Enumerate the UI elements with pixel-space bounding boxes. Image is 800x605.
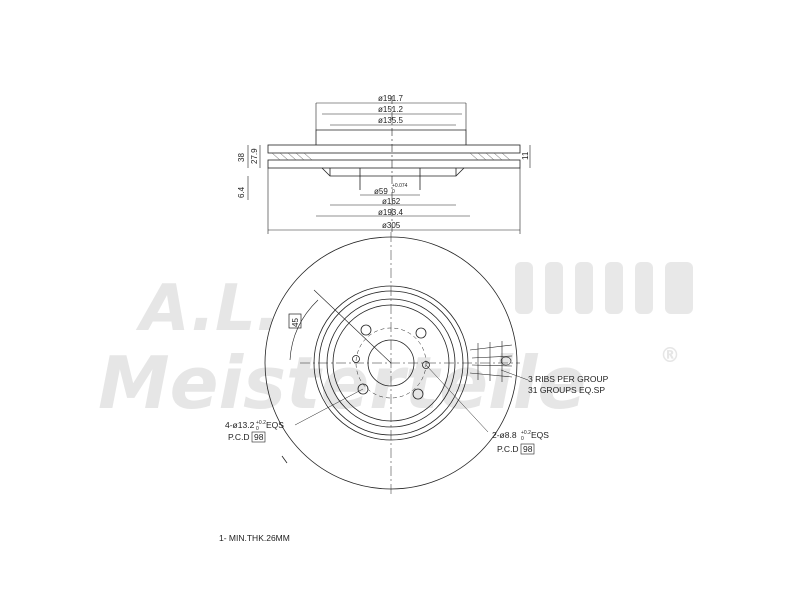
section-hat-bottom bbox=[321, 167, 465, 177]
bolts-tol-lower: 0 bbox=[256, 426, 259, 432]
dim-d59-tol-lower: 0 bbox=[392, 189, 395, 195]
pin-hole-left bbox=[352, 355, 360, 363]
dim-d151: ø151.2 bbox=[378, 105, 403, 114]
pin-hole-right bbox=[422, 361, 430, 369]
dim-d59: ø59 bbox=[374, 187, 388, 196]
bolt-hole-bottom-right bbox=[412, 388, 424, 400]
ribs-note-line1: 3 RIBS PER GROUP bbox=[528, 374, 609, 384]
dim-d135: ø135.5 bbox=[378, 116, 403, 125]
pins-eqs: EQS bbox=[531, 430, 549, 440]
dim-h27-9: 27.9 bbox=[250, 148, 259, 164]
section-hatching bbox=[271, 152, 511, 161]
section-dimension-lines bbox=[247, 102, 531, 234]
bolts-note: 4-ø13.2 bbox=[225, 420, 255, 430]
dim-d193: ø193.4 bbox=[378, 208, 403, 217]
cross-section-view bbox=[267, 96, 521, 234]
dim-h6-4: 6.4 bbox=[237, 186, 246, 198]
bolts-tol-upper: +0.2 bbox=[256, 420, 266, 426]
pins-leader bbox=[425, 364, 489, 433]
dim-d162: ø162 bbox=[382, 197, 401, 206]
section-hat-top bbox=[315, 129, 467, 145]
bolts-leader bbox=[294, 388, 364, 426]
bolts-eqs: EQS bbox=[266, 420, 284, 430]
pins-tol-lower: 0 bbox=[521, 436, 524, 442]
pins-note: 2-ø8.8 bbox=[492, 430, 517, 440]
pcd-value-left: 98 bbox=[254, 432, 264, 442]
section-outer-plate-top bbox=[267, 144, 521, 154]
pcd-value-right: 98 bbox=[523, 444, 533, 454]
rib-detail bbox=[469, 341, 513, 382]
watermark: A.L. Meisterteile ® bbox=[98, 262, 693, 425]
watermark-brand: Meisterteile bbox=[98, 341, 586, 425]
angle-45-label: 45 bbox=[291, 318, 300, 327]
angle-arc bbox=[289, 299, 319, 361]
pcd-label-right: P.C.D bbox=[497, 444, 519, 454]
watermark-registered-mark: ® bbox=[660, 343, 680, 367]
angle-leader bbox=[313, 289, 392, 364]
pcd-box-left bbox=[251, 431, 266, 443]
bolt-hole-top-right bbox=[415, 327, 427, 339]
dim-d59-tol-upper: +0.074 bbox=[392, 183, 408, 189]
dim-d191: ø191.7 bbox=[378, 94, 403, 103]
watermark-logo-text: A.L. bbox=[135, 272, 280, 346]
bolt-hole-top-left bbox=[360, 324, 372, 336]
front-view-labels: 45 3 RIBS PER GROUP 31 GROUPS EQ.SP 4-ø1… bbox=[225, 318, 609, 455]
front-view bbox=[264, 232, 529, 495]
section-outer-plate-bottom bbox=[267, 159, 521, 169]
pins-tol-upper: +0.2 bbox=[521, 430, 531, 436]
dim-d305: ø305 bbox=[382, 221, 401, 230]
watermark-stripes bbox=[515, 262, 693, 314]
min-thickness-note: 1- MIN.THK.26MM bbox=[219, 533, 290, 543]
ribs-note-line2: 31 GROUPS EQ.SP bbox=[528, 385, 605, 395]
angle-box bbox=[288, 313, 302, 329]
pcd-box-right bbox=[520, 443, 535, 455]
dim-h38: 38 bbox=[237, 153, 246, 162]
section-dimension-labels: ø191.7 ø151.2 ø135.5 ø59 +0.074 0 ø162 ø… bbox=[237, 94, 530, 230]
dim-h11: 11 bbox=[521, 151, 530, 160]
lower-left-marker bbox=[281, 455, 288, 464]
ribs-leader bbox=[500, 369, 529, 381]
pcd-label-left: P.C.D bbox=[228, 432, 250, 442]
bolt-hole-bottom-left bbox=[357, 383, 369, 395]
